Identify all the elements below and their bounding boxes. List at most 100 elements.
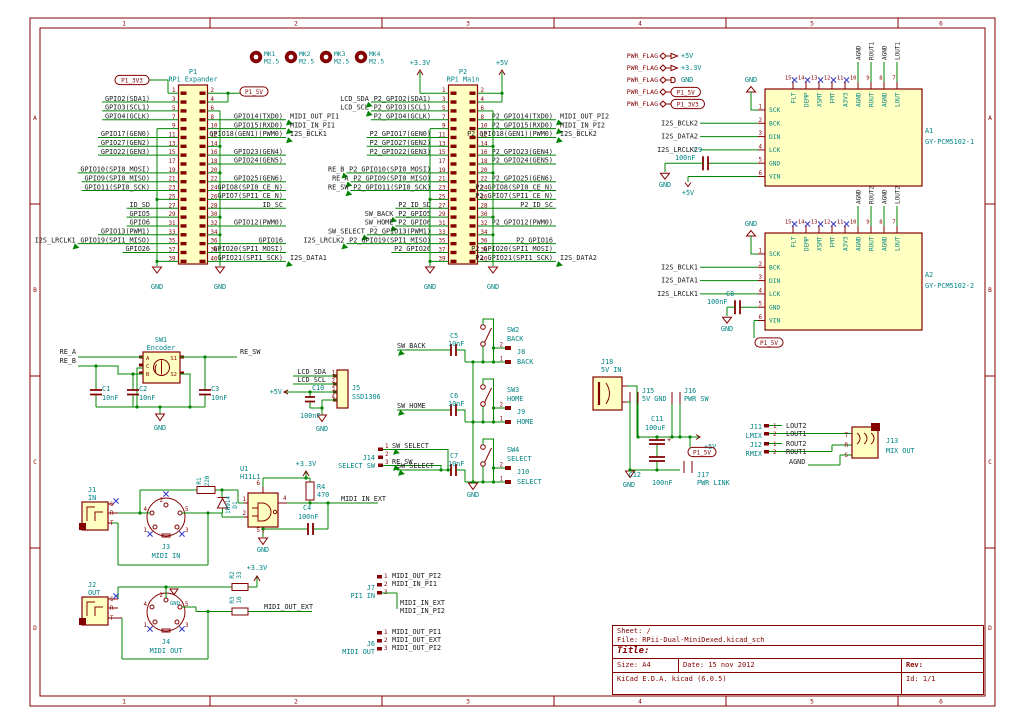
hier-label-arrow-icon [556,137,563,144]
schematic-text: 39 [169,256,176,262]
schematic-text: PWR LINK [697,479,731,487]
schematic-text: AGND [855,189,862,204]
schematic-text: 15 [439,150,446,156]
schematic-text: 100nF [675,154,695,162]
schematic-text: J13 [886,437,898,445]
schematic-text: 30 [481,212,488,218]
schematic-text: 2 [211,88,215,94]
schematic-text: MIDI_IN_PI2 [560,121,605,129]
schematic-text: J10 [517,468,529,476]
schematic-text: AGND [855,92,862,107]
schematic-text: P2_GPIO27(GEN2) [370,139,431,147]
schematic-text: 11 [169,132,176,138]
schematic-text: 2 [500,463,504,469]
schematic-text: P1_5V [677,89,695,96]
schematic-text: T [110,521,114,527]
schematic-text: BCK [769,121,780,128]
schematic-text: 26 [481,194,488,200]
schematic-text: U1 [240,465,248,473]
schematic-text: GND [721,325,733,333]
schematic-text: ROUT2 [786,440,806,448]
schematic-text: P2_GPIO8(SPI0_CE_N) [475,183,553,191]
schematic-text: P2_GPIO15(RXD0) [492,121,553,129]
midi-in-circuit [79,470,378,566]
schematic-text: 3 [759,131,763,137]
schematic-text: 19 [439,168,446,174]
hier-label-arrow-icon [393,464,400,471]
schematic-text: GPIO7(SPI1_CE_N) [218,192,283,200]
schematic-text: 38 [481,248,488,254]
schematic-text: RMIX [746,450,763,458]
schematic-text: 10nF [448,460,464,468]
schematic-text: 2 [384,582,388,588]
schematic-text: 10 [236,596,243,604]
schematic-text: +3.3V [296,460,316,468]
power-circuit [592,376,701,479]
no-connect-icon [830,221,837,227]
schematic-text: P2_GPIO6 [398,219,431,227]
schematic-text: 33 [439,230,446,236]
schematic-text: 12 [211,132,218,138]
schematic-text: SW_HOME [397,402,426,410]
schematic-text: 16 [481,150,488,156]
schematic-text: 4 [638,699,642,706]
schematic-text: 40 [211,256,218,262]
schematic-text: GPIO27(GEN2) [101,139,150,147]
schematic-text: 18 [211,159,218,165]
schematic-text: GPIO8(SPI0_CE_N) [218,183,283,191]
title-block: Sheet: / File: RPii-Dual-MiniDexed.kicad… [612,625,984,695]
schematic-text: +3.3V [247,564,267,572]
schematic-text: SW_BACK [365,210,395,218]
no-connect-icon [179,531,185,537]
schematic-text: 21 [439,177,446,183]
schematic-text: P2_GPIO26 [394,245,431,253]
schematic-text: GND [154,424,166,432]
schematic-text: MIDI OUT [342,648,375,656]
schematic-text: BCK [769,265,780,272]
schematic-text: MIDI_OUT_PI2 [392,644,441,652]
schematic-text: FLT [790,236,797,247]
schematic-text: J16 [684,387,696,395]
schematic-text: 2 [773,432,777,438]
schematic-text: P2_GPIO17(GEN0) [370,130,431,138]
schematic-text: A1 [925,127,933,135]
schematic-text: A [33,115,37,122]
schematic-text: 32 [211,221,218,227]
schematic-text: GPIO12(PWM0) [234,219,283,227]
schematic-text: C4 [303,504,311,512]
schematic-text: 36 [211,239,218,245]
schematic-text: 10 [850,76,857,82]
schematic-text: SW_SELECT [397,462,434,470]
schematic-text: 40 [481,256,488,262]
schematic-text: 19 [169,168,176,174]
schematic-text: P2_GPIO3(SCL1) [374,104,431,112]
schematic-text: 2 [243,511,247,517]
schematic-text: AGND [881,236,888,251]
schematic-text: XSMT [816,92,823,107]
schematic-text: SW_SELECT [392,442,429,450]
schematic-text: LCD_SDA [340,95,369,103]
schematic-text: ID_SC [263,201,283,209]
schematic-text: 9 [866,220,869,226]
schematic-text: RE_SW [240,348,261,356]
schematic-text: DIN [769,134,780,141]
schematic-text: C12 [629,471,641,479]
schematic-text: GND [681,76,693,84]
schematic-text: P2_GPIO14(TXD0) [492,112,553,120]
schematic-text: 1 [243,497,247,503]
schematic-text: I2S_BCLK1 [290,130,327,138]
schematic-text: J12 [750,441,762,449]
schematic-text: 27 [439,203,446,209]
schematic-text: ROUT1 [868,42,875,60]
schematic-text: 3 [384,646,388,652]
no-connect-icon [163,491,169,497]
schematic-text: GY-PCM5102-2 [925,282,974,290]
schematic-text: 2 [759,262,763,268]
schematic-text: LOUT2 [786,422,806,430]
schematic-text: S [110,597,114,603]
schematic-text: 1 [773,442,777,448]
schematic-text: 14 [798,220,805,226]
schematic-text: 14 [211,141,218,147]
schematic-text: 2 [160,593,164,599]
file-info: File: RPii-Dual-MiniDexed.kicad_sch [617,636,765,644]
